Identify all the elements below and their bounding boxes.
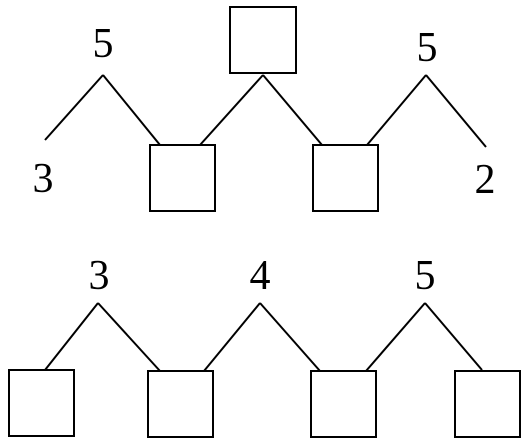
top-right-branch-inner <box>366 74 427 146</box>
top-figure: 5 5 3 2 <box>33 6 496 212</box>
top-center-branch-right <box>262 74 323 146</box>
top-left-branch-inner <box>102 74 161 146</box>
top-left-leaf-number: 3 <box>33 156 54 202</box>
bottom-peak-number-2: 4 <box>250 253 271 299</box>
bottom-peak-number-3: 5 <box>415 253 436 299</box>
top-left-peak-number: 5 <box>93 21 114 67</box>
top-center-branch-left <box>199 74 264 146</box>
bottom-branch-2-left <box>203 302 261 372</box>
bottom-figure: 3 4 5 <box>8 253 521 438</box>
top-right-branch-outer <box>425 74 487 148</box>
top-right-answer-box[interactable] <box>312 144 379 212</box>
bottom-answer-box-4[interactable] <box>454 370 521 438</box>
top-sum-box[interactable] <box>229 6 297 74</box>
top-right-leaf-number: 2 <box>475 157 496 203</box>
bottom-branch-3-right <box>424 302 483 371</box>
bottom-answer-box-2[interactable] <box>147 370 214 438</box>
top-left-branch-outer <box>44 74 104 141</box>
bottom-branch-3-left <box>365 302 426 372</box>
bottom-peak-number-1: 3 <box>89 253 110 299</box>
top-right-peak-number: 5 <box>417 25 438 71</box>
bottom-branch-2-right <box>259 302 321 372</box>
top-left-answer-box[interactable] <box>149 144 216 212</box>
bottom-answer-box-1[interactable] <box>8 369 75 437</box>
bottom-branch-1-left <box>44 302 99 371</box>
bottom-answer-box-3[interactable] <box>310 370 377 438</box>
bottom-branch-1-right <box>97 302 161 372</box>
